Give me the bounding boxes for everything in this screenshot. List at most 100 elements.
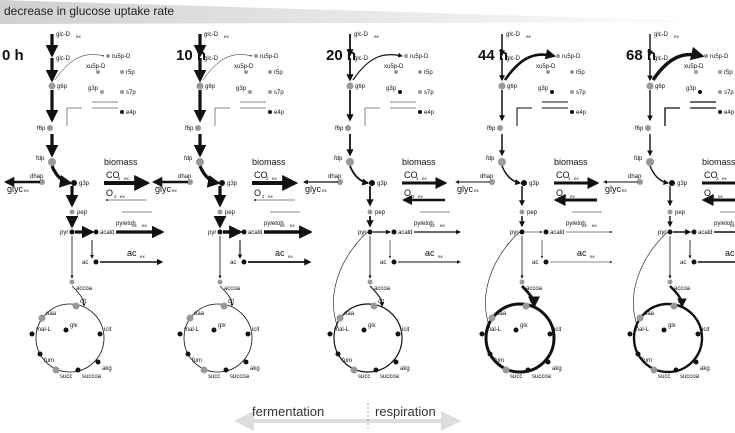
metabolite-node [637, 179, 643, 185]
metabolite-label: pep [375, 210, 386, 216]
metabolite-node [196, 158, 204, 166]
metabolite-node [211, 327, 217, 333]
metabolite-node [248, 90, 252, 94]
metabolite-label: CO [106, 170, 120, 180]
metabolite-label: g3p [227, 181, 238, 187]
metabolite-label: r5p [424, 70, 433, 76]
metabolite-label: oaa [344, 311, 355, 317]
metabolite-label: fum [494, 358, 504, 364]
metabolite-node [254, 54, 258, 58]
flux-arrow [669, 285, 687, 308]
metabolite-label: g3p [538, 86, 549, 92]
metabolite-label: ex [120, 194, 126, 199]
metabolite-label: glyc [155, 184, 172, 194]
metabolite-label: oaa [644, 311, 655, 317]
transketolase-flux [364, 101, 416, 126]
metabolite-label: dhap [30, 174, 44, 180]
fermentation-label: fermentation [252, 404, 324, 419]
metabolite-label: ex [592, 223, 598, 228]
metabolite-label: biomass [104, 157, 138, 167]
metabolite-label: ex [140, 254, 146, 259]
metabolite-label: pyr [60, 230, 68, 236]
metabolite-node [704, 54, 708, 58]
metabolite-label: ex [722, 176, 728, 181]
metabolite-label: 2 [114, 194, 117, 199]
transketolase-flux [664, 101, 716, 126]
metabolite-node [698, 90, 702, 94]
metabolite-node [93, 259, 99, 265]
metabolite-node [47, 125, 53, 131]
metabolite-label: fum [44, 358, 54, 364]
metabolite-node [487, 351, 493, 357]
metabolite-node [268, 70, 272, 74]
metabolite-label: mal-L [334, 327, 350, 333]
metabolite-label: icit [402, 327, 410, 333]
metabolite-label: CO [704, 170, 718, 180]
metabolite-label: CO [404, 170, 418, 180]
metabolite-node [336, 314, 344, 322]
metabolite-node [369, 180, 375, 186]
metabolite-node [691, 229, 697, 235]
metabolite-label: acald [248, 230, 262, 236]
flux-arrow [71, 285, 86, 307]
metabolite-label: g3p [529, 181, 540, 187]
metabolite-node [106, 54, 110, 58]
metabolite-label: pep [527, 210, 538, 216]
metabolite-label: CO [556, 170, 570, 180]
metabolite-node [48, 82, 56, 90]
metabolite-label: ex [622, 188, 628, 193]
metabolite-node [186, 314, 194, 322]
metabolite-label: g3p [236, 86, 247, 92]
metabolite-label: ru5p-D [260, 54, 279, 60]
metabolite-node [691, 259, 697, 265]
metabolite-label: ex [590, 254, 596, 259]
metabolite-label: pep [675, 210, 686, 216]
metabolite-label: fdp [184, 156, 193, 162]
flux-arrow [649, 165, 670, 186]
metabolite-node [646, 82, 654, 90]
metabolite-label: g6p [205, 84, 216, 90]
metabolite-node [75, 367, 81, 373]
metabolite-label: mal-L [486, 327, 502, 333]
metabolite-node [217, 229, 223, 235]
metabolite-label: e4p [424, 110, 435, 116]
metabolite-label: cit [378, 299, 384, 305]
respiration-label: respiration [375, 404, 436, 419]
metabolite-label: fdp [334, 156, 343, 162]
tca-cycle [632, 302, 704, 374]
metabolite-label: pep [225, 210, 236, 216]
metabolite-label: glx [368, 323, 376, 329]
decrease-banner [0, 0, 735, 24]
metabolite-label: fdp [36, 156, 45, 162]
metabolite-label: dhap [628, 174, 642, 180]
metabolite-node [63, 327, 69, 333]
transketolase-flux [66, 101, 118, 126]
metabolite-label: succ [60, 374, 72, 380]
metabolite-label: ex [132, 223, 138, 228]
metabolite-label: etoh [574, 221, 586, 227]
metabolite-label: succoa [532, 374, 552, 380]
anaplerotic-flux [333, 229, 371, 329]
metabolite-label: ru5p-D [112, 54, 131, 60]
metabolite-label: ex [574, 176, 580, 181]
metabolite-node [367, 279, 373, 285]
metabolite-node [97, 331, 103, 337]
metabolite-label: s7p [274, 90, 284, 96]
metabolite-label: ex [674, 34, 680, 39]
metabolite-label: acald [398, 230, 412, 236]
metabolite-label: xu5p-D [684, 64, 704, 70]
metabolite-label: g6p [507, 84, 518, 90]
flux-arrow [369, 285, 385, 307]
metabolite-node [52, 366, 60, 374]
metabolite-node [345, 125, 351, 131]
metabolite-label: glyc [457, 184, 474, 194]
metabolite-label: ex [570, 194, 576, 199]
metabolite-node [120, 70, 124, 74]
metabolite-node [479, 331, 485, 337]
metabolite-label: 2 [262, 194, 265, 199]
metabolite-label: akg [102, 366, 112, 372]
metabolite-label: ac [82, 260, 88, 266]
